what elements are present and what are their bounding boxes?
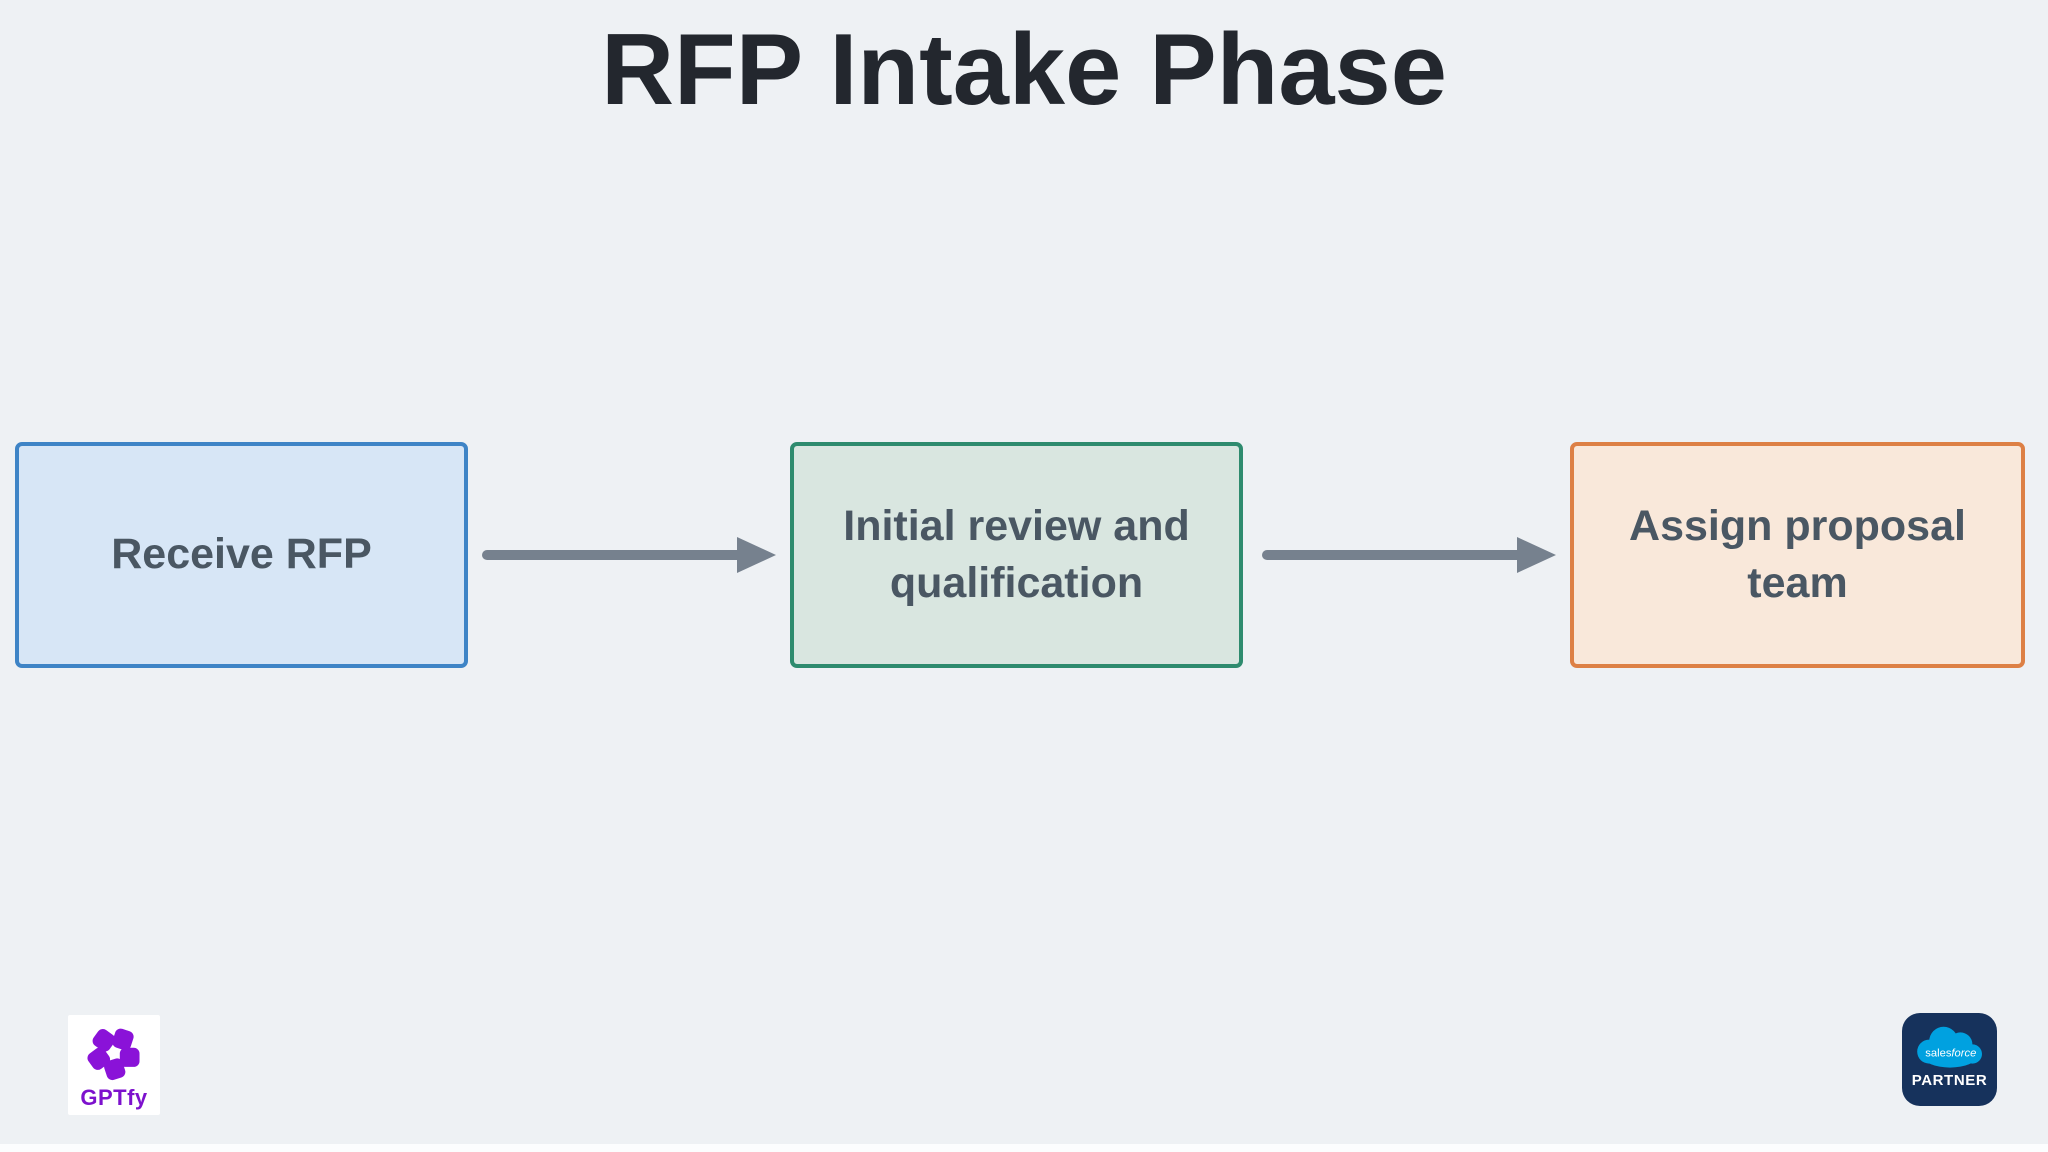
salesforce-partner-badge: salesforce PARTNER [1902,1013,1997,1106]
gptfy-logo: GPTfy [68,1015,160,1115]
flow-node-label-line2: qualification [889,559,1144,607]
salesforce-cloud-icon: salesforce [1916,1026,1982,1068]
gptfy-wordmark: GPTfy [80,1085,148,1110]
flow-node-initial-review: Initial review and qualification [790,442,1243,668]
flow-node-label-line2: team [1747,559,1848,607]
bottom-edge-strip [0,1144,2048,1152]
flow-node-receive-rfp: Receive RFP [15,442,468,668]
flow-node-label: Receive RFP [111,530,372,579]
salesforce-wordmark: salesforce [1925,1047,1976,1059]
salesforce-partner-label: PARTNER [1911,1072,1988,1089]
page-title: RFP Intake Phase [601,14,1447,126]
flow-node-label-line1: Assign proposal [1629,501,1966,550]
gptfy-pinwheel-icon [87,1028,140,1081]
flow-arrow-icon [1262,537,1556,573]
flow-arrow-icon [482,537,776,573]
flow-node-assign-team: Assign proposal team [1570,442,2025,668]
flow-node-label-line1: Initial review and [843,501,1190,550]
